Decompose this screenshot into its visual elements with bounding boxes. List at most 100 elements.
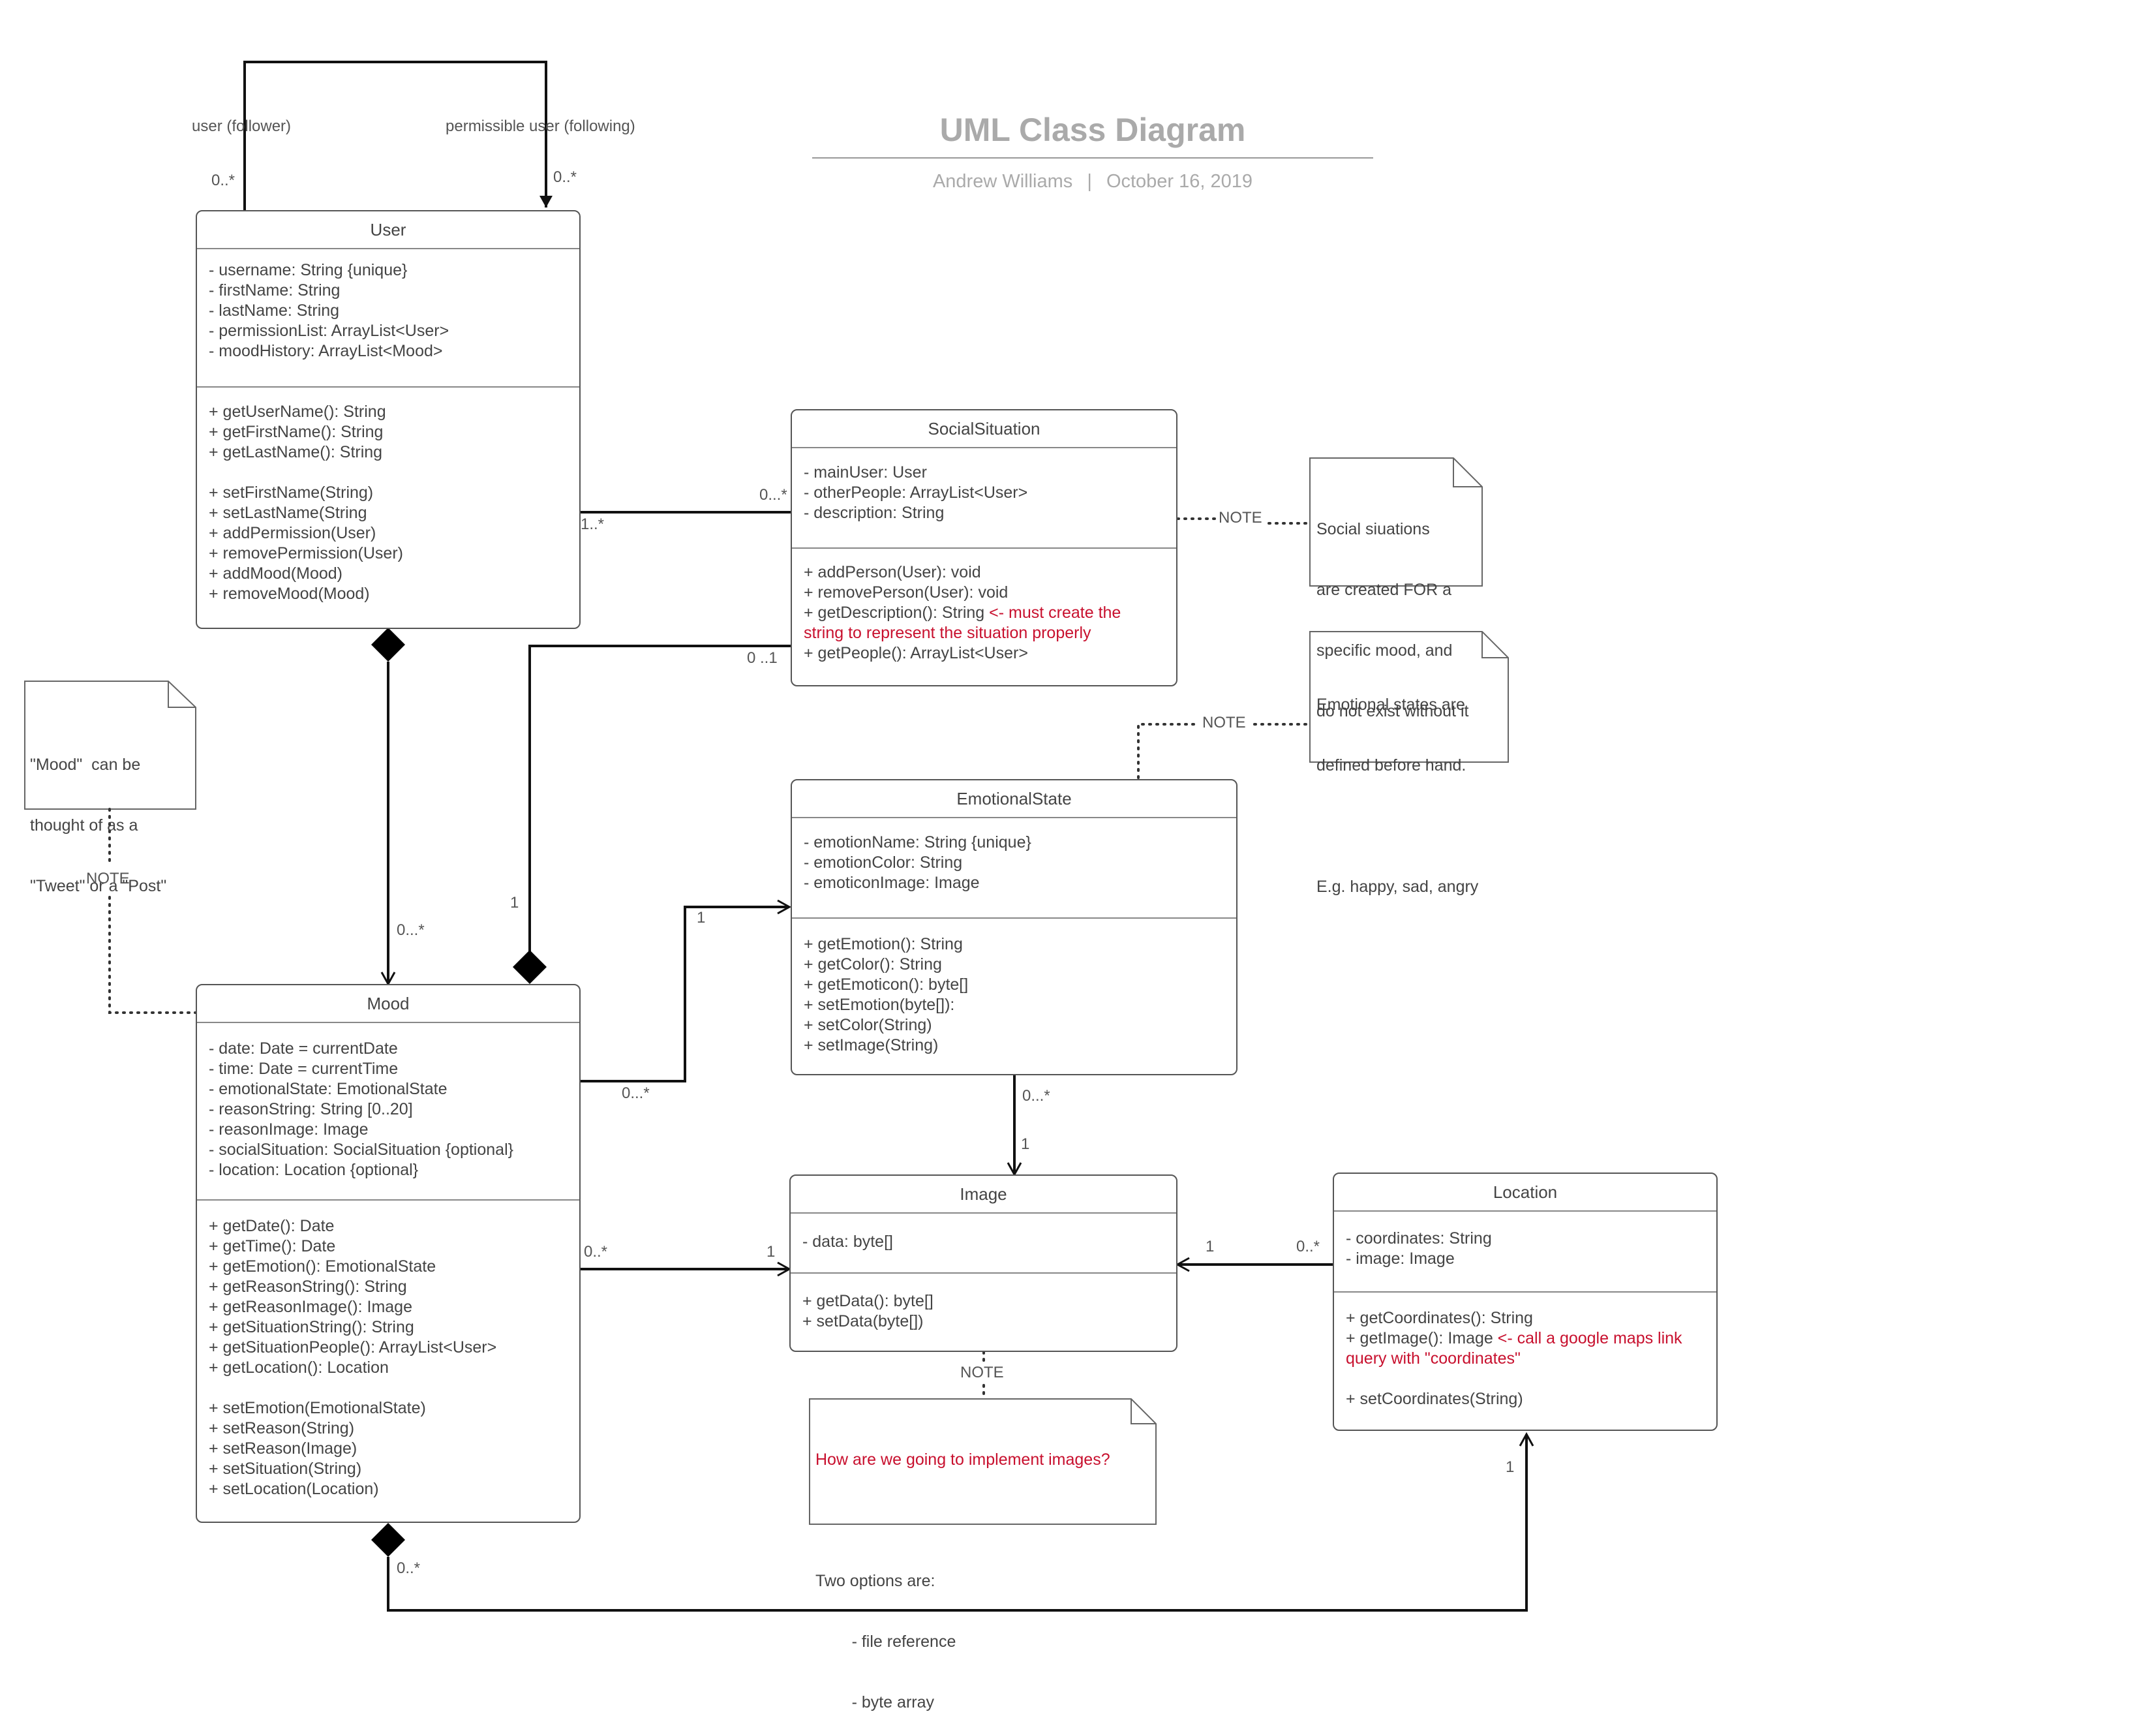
mood-location-diamond bbox=[371, 1523, 405, 1557]
attribute: - reasonImage: Image bbox=[209, 1120, 369, 1139]
class-user[interactable]: User - username: String {unique} - first… bbox=[196, 210, 581, 629]
note-emotional-connector-a bbox=[1137, 723, 1200, 779]
class-mood[interactable]: Mood - date: Date = currentDate - time: … bbox=[196, 984, 581, 1523]
mood-location-composition[interactable] bbox=[387, 1432, 1534, 1612]
note-line: are created FOR a bbox=[1316, 581, 1452, 599]
class-location-attributes: - coordinates: String - image: Image bbox=[1334, 1212, 1716, 1293]
note-line bbox=[815, 1511, 1110, 1531]
multiplicity-follower: 0..* bbox=[211, 172, 235, 189]
role-user-follower: user (follower) bbox=[192, 117, 292, 135]
method: + setReason(Image) bbox=[209, 1439, 357, 1458]
note-link-label-mood: NOTE bbox=[86, 870, 130, 887]
note-image-text: How are we going to implement images? Tw… bbox=[815, 1409, 1110, 1733]
multiplicity-user-social-social: 0...* bbox=[759, 486, 787, 504]
note-line: E.g. happy, sad, angry bbox=[1316, 878, 1479, 896]
method: + getReasonString(): String bbox=[209, 1278, 407, 1296]
attribute: - emoticonImage: Image bbox=[804, 874, 980, 892]
multiplicity-social-mood-social: 0 ..1 bbox=[747, 649, 778, 667]
role-permissible-user: permissible user (following) bbox=[446, 117, 635, 135]
attribute: - time: Date = currentTime bbox=[209, 1060, 399, 1078]
class-user-attributes: - username: String {unique} - firstName:… bbox=[197, 249, 579, 388]
class-emotional-attributes: - emotionName: String {unique} - emotion… bbox=[792, 818, 1236, 919]
method-with-comment: + getDescription(): String <- must creat… bbox=[804, 603, 1176, 623]
attribute: - coordinates: String bbox=[1346, 1229, 1492, 1248]
note-emotional-shape bbox=[1309, 631, 1509, 763]
byline-separator: | bbox=[1087, 171, 1092, 192]
method-spacer bbox=[1346, 1369, 1716, 1389]
note-line: Social siuations bbox=[1316, 520, 1430, 538]
note-mood-shape bbox=[24, 681, 196, 810]
method: + getSituationPeople(): ArrayList<User> bbox=[209, 1338, 497, 1357]
class-social-name: SocialSituation bbox=[792, 410, 1176, 448]
method: + setSituation(String) bbox=[209, 1460, 362, 1478]
multiplicity-emotion-image-image: 1 bbox=[1021, 1135, 1030, 1153]
note-line: - file reference bbox=[815, 1633, 956, 1651]
mood-emotion-association[interactable] bbox=[581, 899, 792, 1082]
diagram-title: UML Class Diagram bbox=[939, 112, 1246, 148]
multiplicity-mood-emotion-emotion: 1 bbox=[697, 909, 706, 927]
user-mood-diamond bbox=[371, 628, 405, 662]
method: + addMood(Mood) bbox=[209, 564, 342, 583]
method-comment-continued: query with "coordinates" bbox=[1346, 1349, 1521, 1368]
class-image-methods: + getData(): byte[] + setData(byte[]) bbox=[791, 1274, 1176, 1332]
attribute: - emotionName: String {unique} bbox=[804, 833, 1031, 851]
method-comment-continued: string to represent the situation proper… bbox=[804, 624, 1091, 642]
method-spacer bbox=[209, 1378, 579, 1398]
diagram-date: October 16, 2019 bbox=[1106, 171, 1253, 192]
social-mood-diamond bbox=[513, 950, 547, 984]
method: + setData(byte[]) bbox=[802, 1312, 924, 1330]
multiplicity-mood-image-mood: 0..* bbox=[584, 1243, 608, 1261]
method-signature: + getImage(): Image bbox=[1346, 1329, 1498, 1347]
note-line: Emotional states are bbox=[1316, 696, 1465, 714]
note-emotional-text: Emotional states are defined before hand… bbox=[1316, 654, 1478, 917]
method: + setLocation(Location) bbox=[209, 1480, 379, 1498]
method: + getDate(): Date bbox=[209, 1217, 335, 1235]
method: + getReasonImage(): Image bbox=[209, 1298, 412, 1316]
method: + getFirstName(): String bbox=[209, 423, 384, 441]
attribute: - permissionList: ArrayList<User> bbox=[209, 322, 449, 340]
attribute: - socialSituation: SocialSituation {opti… bbox=[209, 1141, 513, 1159]
class-emotional-state[interactable]: EmotionalState - emotionName: String {un… bbox=[791, 779, 1237, 1075]
method-with-comment: + getImage(): Image <- call a google map… bbox=[1346, 1328, 1716, 1349]
note-social-text: Social siuations are created FOR a speci… bbox=[1316, 479, 1468, 742]
attribute: - date: Date = currentDate bbox=[209, 1039, 398, 1058]
note-line: specific mood, and bbox=[1316, 641, 1453, 660]
attribute: - emotionalState: EmotionalState bbox=[209, 1080, 448, 1098]
class-location[interactable]: Location - coordinates: String - image: … bbox=[1333, 1173, 1718, 1431]
class-social-situation[interactable]: SocialSituation - mainUser: User - other… bbox=[791, 409, 1177, 686]
method: + removePermission(User) bbox=[209, 544, 403, 562]
attribute: - mainUser: User bbox=[804, 463, 927, 482]
method-comment: <- call a google maps link bbox=[1497, 1329, 1682, 1347]
multiplicity-social-mood-mood: 1 bbox=[510, 894, 519, 912]
method: + addPerson(User): void bbox=[804, 563, 981, 581]
method: + setEmotion(EmotionalState) bbox=[209, 1399, 426, 1417]
class-social-methods: + addPerson(User): void + removePerson(U… bbox=[792, 549, 1176, 664]
method: + getData(): byte[] bbox=[802, 1292, 934, 1310]
class-user-name: User bbox=[197, 211, 579, 249]
attribute: - reasonString: String [0..20] bbox=[209, 1100, 413, 1118]
multiplicity-following: 0..* bbox=[553, 168, 577, 186]
class-image-attributes: - data: byte[] bbox=[791, 1214, 1176, 1274]
note-social-shape bbox=[1309, 457, 1483, 587]
note-link-label-emotional: NOTE bbox=[1202, 714, 1246, 731]
method: + setFirstName(String) bbox=[209, 483, 374, 502]
class-user-methods: + getUserName(): String + getFirstName()… bbox=[197, 388, 579, 604]
note-line: "Tweet" or a "Post" bbox=[30, 877, 167, 895]
attribute: - lastName: String bbox=[209, 301, 340, 320]
method: + getSituationString(): String bbox=[209, 1318, 414, 1336]
class-image[interactable]: Image - data: byte[] + getData(): byte[]… bbox=[789, 1174, 1177, 1352]
multiplicity-location-image-location: 0..* bbox=[1296, 1238, 1320, 1255]
multiplicity-user-mood-mood: 0...* bbox=[397, 921, 425, 939]
note-line: How are we going to implement images? bbox=[815, 1450, 1110, 1469]
method: + removeMood(Mood) bbox=[209, 585, 370, 603]
self-association-line[interactable] bbox=[243, 61, 553, 210]
note-line: thought of as a bbox=[30, 816, 138, 835]
method: + getColor(): String bbox=[804, 955, 942, 974]
social-mood-composition[interactable] bbox=[528, 645, 791, 954]
method: + getLocation(): Location bbox=[209, 1358, 389, 1377]
attribute: - emotionColor: String bbox=[804, 853, 963, 872]
method: + getEmoticon(): byte[] bbox=[804, 975, 969, 994]
class-location-methods: + getCoordinates(): String + getImage():… bbox=[1334, 1293, 1716, 1409]
note-mood-text: "Mood" can be thought of as a "Tweet" or… bbox=[30, 714, 166, 917]
method: + removePerson(User): void bbox=[804, 583, 1009, 602]
